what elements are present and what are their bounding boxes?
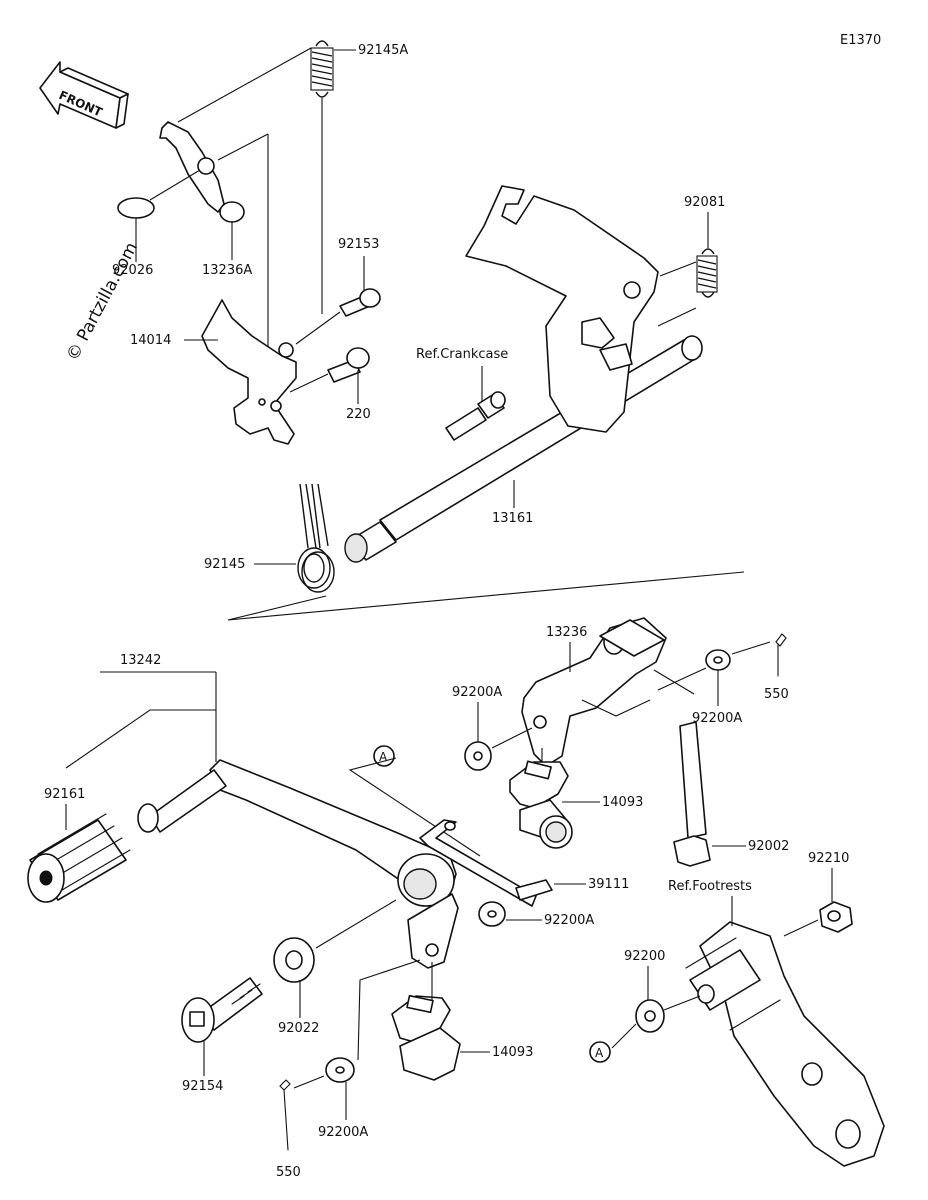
callout-92210: 92210 <box>808 851 849 866</box>
callout-92200a-bottom: 92200A <box>318 1125 368 1140</box>
shift-pedal-13242 <box>137 759 459 969</box>
footrest-bracket <box>685 921 885 1167</box>
ref-crankcase-label: Ref.Crankcase <box>416 347 508 362</box>
return-spring-92145 <box>297 483 335 593</box>
tie-rod-39111 <box>419 819 553 907</box>
callout-13236a: 13236A <box>202 263 252 278</box>
callout-550-top: 550 <box>764 687 789 702</box>
callout-92200a-mid: 92200A <box>452 685 502 700</box>
callout-92022: 92022 <box>278 1021 319 1036</box>
bolt-92154 <box>181 977 263 1043</box>
arm-13236a <box>159 121 245 223</box>
callout-220: 220 <box>346 407 371 422</box>
bolt-92002 <box>673 721 711 867</box>
callout-92026: 92026 <box>112 263 153 278</box>
spring-92145a <box>310 40 334 98</box>
spring-92081 <box>696 248 718 298</box>
bolt-220 <box>327 347 370 383</box>
shift-arm-plate <box>465 185 659 433</box>
callout-13236: 13236 <box>546 625 587 640</box>
callout-92081: 92081 <box>684 195 725 210</box>
callout-92154: 92154 <box>182 1079 223 1094</box>
crankcase-stud <box>445 391 506 441</box>
callout-92200: 92200 <box>624 949 665 964</box>
shift-shaft-13161 <box>344 335 703 563</box>
ref-marker-a-bottom <box>589 1041 611 1063</box>
plate-14014 <box>201 299 297 445</box>
callout-13242: 13242 <box>120 653 161 668</box>
callout-92161: 92161 <box>44 787 85 802</box>
bolt-92153 <box>339 288 381 317</box>
callout-92200a-lower: 92200A <box>544 913 594 928</box>
callout-14093-top: 14093 <box>602 795 643 810</box>
cotter-pin-550-bottom <box>279 1079 291 1151</box>
callout-92145a: 92145A <box>358 43 408 58</box>
washer-92026 <box>117 197 155 219</box>
callout-14014: 14014 <box>130 333 171 348</box>
ref-footrests-label: Ref.Footrests <box>668 879 752 894</box>
ref-a-bottom-label: A <box>595 1046 604 1060</box>
cotter-pin-550-top <box>775 633 787 677</box>
callout-550-bottom: 550 <box>276 1165 301 1180</box>
callout-39111: 39111 <box>588 877 629 892</box>
ref-a-top-label: A <box>379 750 388 764</box>
rod-end-14093-bottom <box>391 994 461 1081</box>
rod-end-14093-top <box>509 760 573 849</box>
nut-92210 <box>819 901 853 933</box>
callout-92153: 92153 <box>338 237 379 252</box>
diagram-code: E1370 <box>840 33 881 48</box>
ref-marker-a-top <box>373 745 395 767</box>
front-arrow-icon: FRONT <box>39 61 129 129</box>
link-arm-13236 <box>521 617 667 767</box>
pedal-rubber-92161 <box>27 813 131 903</box>
callout-14093-bottom: 14093 <box>492 1045 533 1060</box>
callout-92200a-right: 92200A <box>692 711 742 726</box>
callout-13161: 13161 <box>492 511 533 526</box>
callout-92145: 92145 <box>204 557 245 572</box>
callout-92002: 92002 <box>748 839 789 854</box>
